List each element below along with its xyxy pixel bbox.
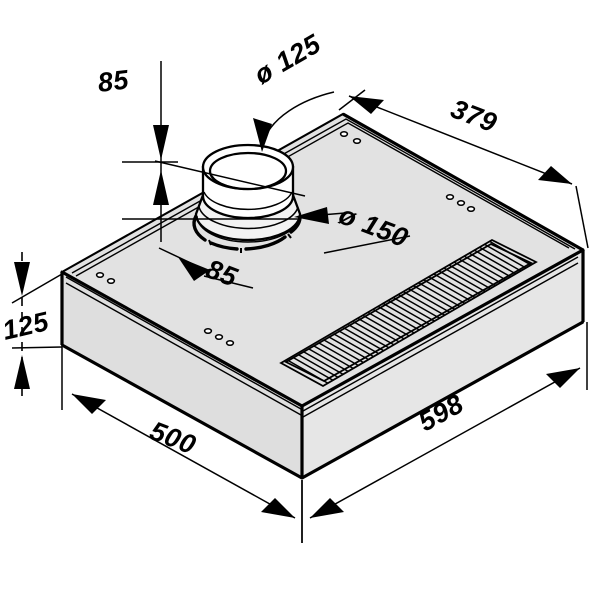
edge-outline-top-right — [342, 112, 584, 252]
front-left-seam-upper — [65, 276, 302, 410]
screw-holes-front-right — [445, 193, 476, 213]
dim-label-85-top: 85 — [96, 64, 131, 98]
dim-label-125: ø 125 — [249, 28, 326, 90]
dim-379-line — [348, 95, 573, 185]
collar-flange-tab-1 — [208, 239, 212, 246]
dim-125h-arrow-down — [14, 262, 30, 296]
dim-125h-ext-top — [11, 273, 63, 304]
edge-outline-bottom-right — [301, 320, 584, 480]
dimension-depth-379: 379 — [338, 89, 589, 249]
hood-body — [59, 112, 586, 480]
grille-slot-group — [288, 240, 532, 386]
top-panel-seam-inner — [75, 122, 570, 277]
dim-label-125-height: 125 — [0, 306, 52, 346]
dim-379-ext-left — [338, 89, 366, 111]
dim-598-arrow-end — [546, 368, 580, 388]
dim-598-arrow-start — [310, 498, 344, 518]
collar-bore-inner-arc — [211, 175, 286, 190]
screw-holes-rear-left — [95, 271, 116, 285]
dim-379-ext-right — [575, 185, 589, 249]
dim-500-arrow-end — [261, 498, 295, 518]
dim-150-arrow — [294, 207, 329, 224]
dim-125h-ext-bottom — [11, 346, 63, 349]
screw-marks — [95, 130, 476, 347]
collar-base-arc-upper — [198, 206, 299, 230]
dim-label-379: 379 — [447, 94, 501, 139]
front-right-seam-lower — [302, 262, 579, 418]
dim-125h-arrow-up — [14, 355, 30, 389]
dimension-duct-height-85: 85 — [96, 61, 306, 242]
dim-500-arrow-start — [72, 394, 106, 414]
grille-slots — [288, 240, 532, 386]
edge-outline-bottom-left — [61, 343, 303, 480]
grille-frame-outer — [279, 238, 538, 388]
dim-85-arrow-up — [153, 170, 169, 205]
dim-85-ext-upper — [154, 160, 306, 197]
ventilation-grille — [279, 238, 538, 388]
dim-379-arrow-end — [538, 166, 572, 184]
collar-flange-ring-b — [209, 241, 239, 251]
dim-500-line — [71, 393, 296, 519]
collar-flange-tab-3 — [287, 233, 292, 239]
dim-label-500: 500 — [146, 416, 200, 461]
collar-cylinder-seam — [203, 191, 293, 211]
dim-150-underline — [323, 235, 411, 254]
collar-flange-ring-c — [244, 235, 287, 251]
top-panel-seam — [71, 118, 576, 274]
dim-85b-arrow — [178, 257, 210, 281]
dim-85b-ext — [203, 275, 254, 289]
dim-379-arrow-start — [349, 96, 384, 114]
front-right-seam-upper — [302, 256, 579, 412]
dim-125-arrow — [253, 118, 272, 152]
edge-top-front-right — [301, 248, 584, 408]
dim-85-arrow-down — [153, 125, 169, 160]
front-left-seam-lower — [65, 282, 302, 416]
screw-holes-rear-right — [339, 130, 362, 145]
screw-holes-front-left — [203, 327, 235, 347]
grille-frame-inner — [284, 242, 533, 383]
dimension-height-125: 125 — [0, 252, 63, 398]
collar-base-arc-lower — [196, 215, 300, 243]
dim-598-line — [309, 367, 581, 519]
edge-top-front-left — [61, 270, 303, 408]
